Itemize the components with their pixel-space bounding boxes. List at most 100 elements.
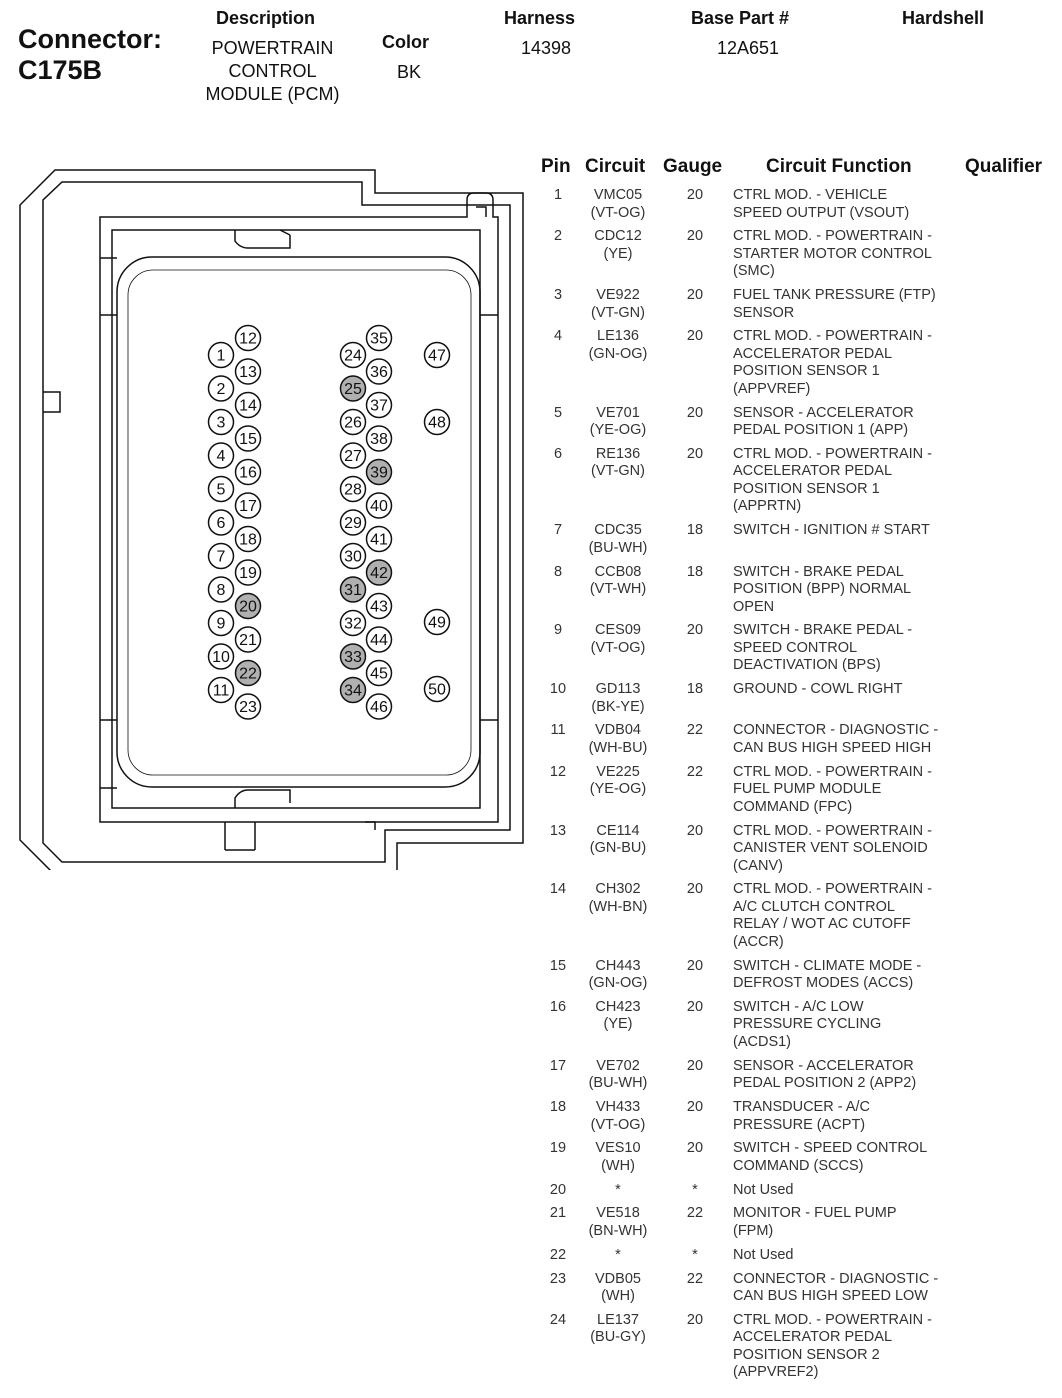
circuit-function: CTRL MOD. - POWERTRAIN -ACCELERATOR PEDA… <box>733 1312 973 1382</box>
gauge-value: 20 <box>686 328 704 345</box>
function-line: ACCELERATOR PEDAL <box>733 1329 893 1346</box>
circuit-id: CDC35(BU-WH) <box>582 522 654 557</box>
function-line: COMMAND (SCCS) <box>733 1157 864 1174</box>
pin-cavity-26: 26 <box>339 408 367 436</box>
pin-cavity-12: 12 <box>234 324 262 352</box>
pin-number: 21 <box>549 1205 567 1222</box>
pin-cavity-39: 39 <box>365 458 393 486</box>
pin-cavity-25: 25 <box>339 375 367 402</box>
pin-cavity-17: 17 <box>234 492 262 519</box>
pin-cavity-6: 6 <box>207 509 235 536</box>
function-line: Not Used <box>733 1181 794 1198</box>
gauge-value: 20 <box>686 187 704 203</box>
circuit-line: VE225 <box>596 763 640 780</box>
circuit-line: VDB05 <box>595 1270 641 1287</box>
pin-number: 19 <box>549 1140 567 1157</box>
function-line: CTRL MOD. - POWERTRAIN - <box>733 763 932 780</box>
circuit-id: VE225(YE-OG) <box>582 764 654 799</box>
pin-cavity-32: 32 <box>339 609 367 637</box>
header-gauge: Gauge <box>663 156 723 177</box>
gauge-value: 18 <box>686 681 704 698</box>
circuit-function: CTRL MOD. - POWERTRAIN -ACCELERATOR PEDA… <box>733 446 973 516</box>
function-line: SWITCH - SPEED CONTROL <box>733 1140 928 1157</box>
circuit-line: CH302 <box>595 881 641 898</box>
pin-cavity-8: 8 <box>207 576 235 603</box>
pin-cavity-4: 4 <box>207 442 235 469</box>
gauge-value: 20 <box>686 1140 704 1157</box>
pin-cavity-46: 46 <box>365 693 393 720</box>
function-line: (CANV) <box>733 857 783 874</box>
pin-label: 41 <box>370 532 388 549</box>
circuit-line: (VT-GN) <box>591 304 645 321</box>
circuit-id: RE136(VT-GN) <box>582 446 654 481</box>
pin-number: 12 <box>549 763 567 780</box>
pin-label: 15 <box>239 431 257 448</box>
pin-label: 28 <box>344 482 362 499</box>
pin-label: 35 <box>370 331 388 348</box>
pin-cavity-23: 23 <box>234 693 262 720</box>
pin-label: 22 <box>239 666 257 683</box>
function-line: RELAY / WOT AC CUTOFF <box>733 916 911 933</box>
pin-label: 40 <box>370 498 388 515</box>
function-line: CTRL MOD. - POWERTRAIN - <box>733 881 932 898</box>
circuit-line: CH443 <box>595 957 641 974</box>
circuit-line: (VT-WH) <box>589 581 647 598</box>
circuit-id: VMC05(VT-OG) <box>582 187 654 222</box>
function-line: SWITCH - IGNITION # START <box>733 522 930 539</box>
header-circuit: Circuit <box>585 156 646 177</box>
pin-cavity-21: 21 <box>234 626 262 653</box>
pin-label: 2 <box>217 381 226 398</box>
circuit-line: (WH) <box>601 1288 635 1305</box>
circuit-function: CTRL MOD. - POWERTRAIN -ACCELERATOR PEDA… <box>733 328 973 398</box>
function-line: CTRL MOD. - POWERTRAIN - <box>733 445 932 462</box>
base-part-label: Base Part # <box>691 8 790 28</box>
pin-label: 42 <box>370 565 388 582</box>
pin-cavity-44: 44 <box>365 626 393 653</box>
circuit-function: CTRL MOD. - POWERTRAIN -A/C CLUTCH CONTR… <box>733 881 973 951</box>
circuit-line: VMC05 <box>593 187 643 203</box>
pin-cavity-15: 15 <box>234 425 262 452</box>
header-circuit-function: Circuit Function <box>766 156 912 177</box>
gauge-value: 20 <box>686 445 704 462</box>
gauge-value: 20 <box>686 622 704 639</box>
circuit-id: CH302(WH-BN) <box>582 881 654 916</box>
table-row: 20**Not Used <box>532 1182 1062 1206</box>
pin-number: 14 <box>549 881 567 898</box>
pin-cavity-35: 35 <box>365 324 393 352</box>
pin-cavity-18: 18 <box>234 525 262 553</box>
circuit-function: CTRL MOD. - POWERTRAIN -CANISTER VENT SO… <box>733 823 973 876</box>
circuit-id: VDB04(WH-BU) <box>582 722 654 757</box>
function-line: SENSOR - ACCELERATOR <box>733 404 914 421</box>
pin-label: 14 <box>239 398 257 415</box>
circuit-line: VDB04 <box>595 722 641 739</box>
circuit-function: MONITOR - FUEL PUMP(FPM) <box>733 1205 973 1240</box>
gauge-value: 22 <box>686 1205 704 1222</box>
function-line: (APPVREF) <box>733 380 811 397</box>
circuit-id: VE702(BU-WH) <box>582 1058 654 1093</box>
function-line: Not Used <box>733 1246 794 1263</box>
pin-cavity-31: 31 <box>339 576 367 603</box>
pin-cavity-48: 48 <box>423 408 451 436</box>
circuit-id: LE136(GN-OG) <box>582 328 654 363</box>
circuit-line: (VT-GN) <box>591 463 645 480</box>
function-line: (ACCR) <box>733 933 784 950</box>
pin-label: 36 <box>370 364 388 381</box>
gauge-value: 20 <box>686 1057 704 1074</box>
table-row: 22**Not Used <box>532 1247 1062 1271</box>
circuit-id: VES10(WH) <box>582 1140 654 1175</box>
gauge-value: * <box>692 1181 698 1198</box>
function-line: (SMC) <box>733 263 775 280</box>
pin-number: 24 <box>549 1311 567 1328</box>
